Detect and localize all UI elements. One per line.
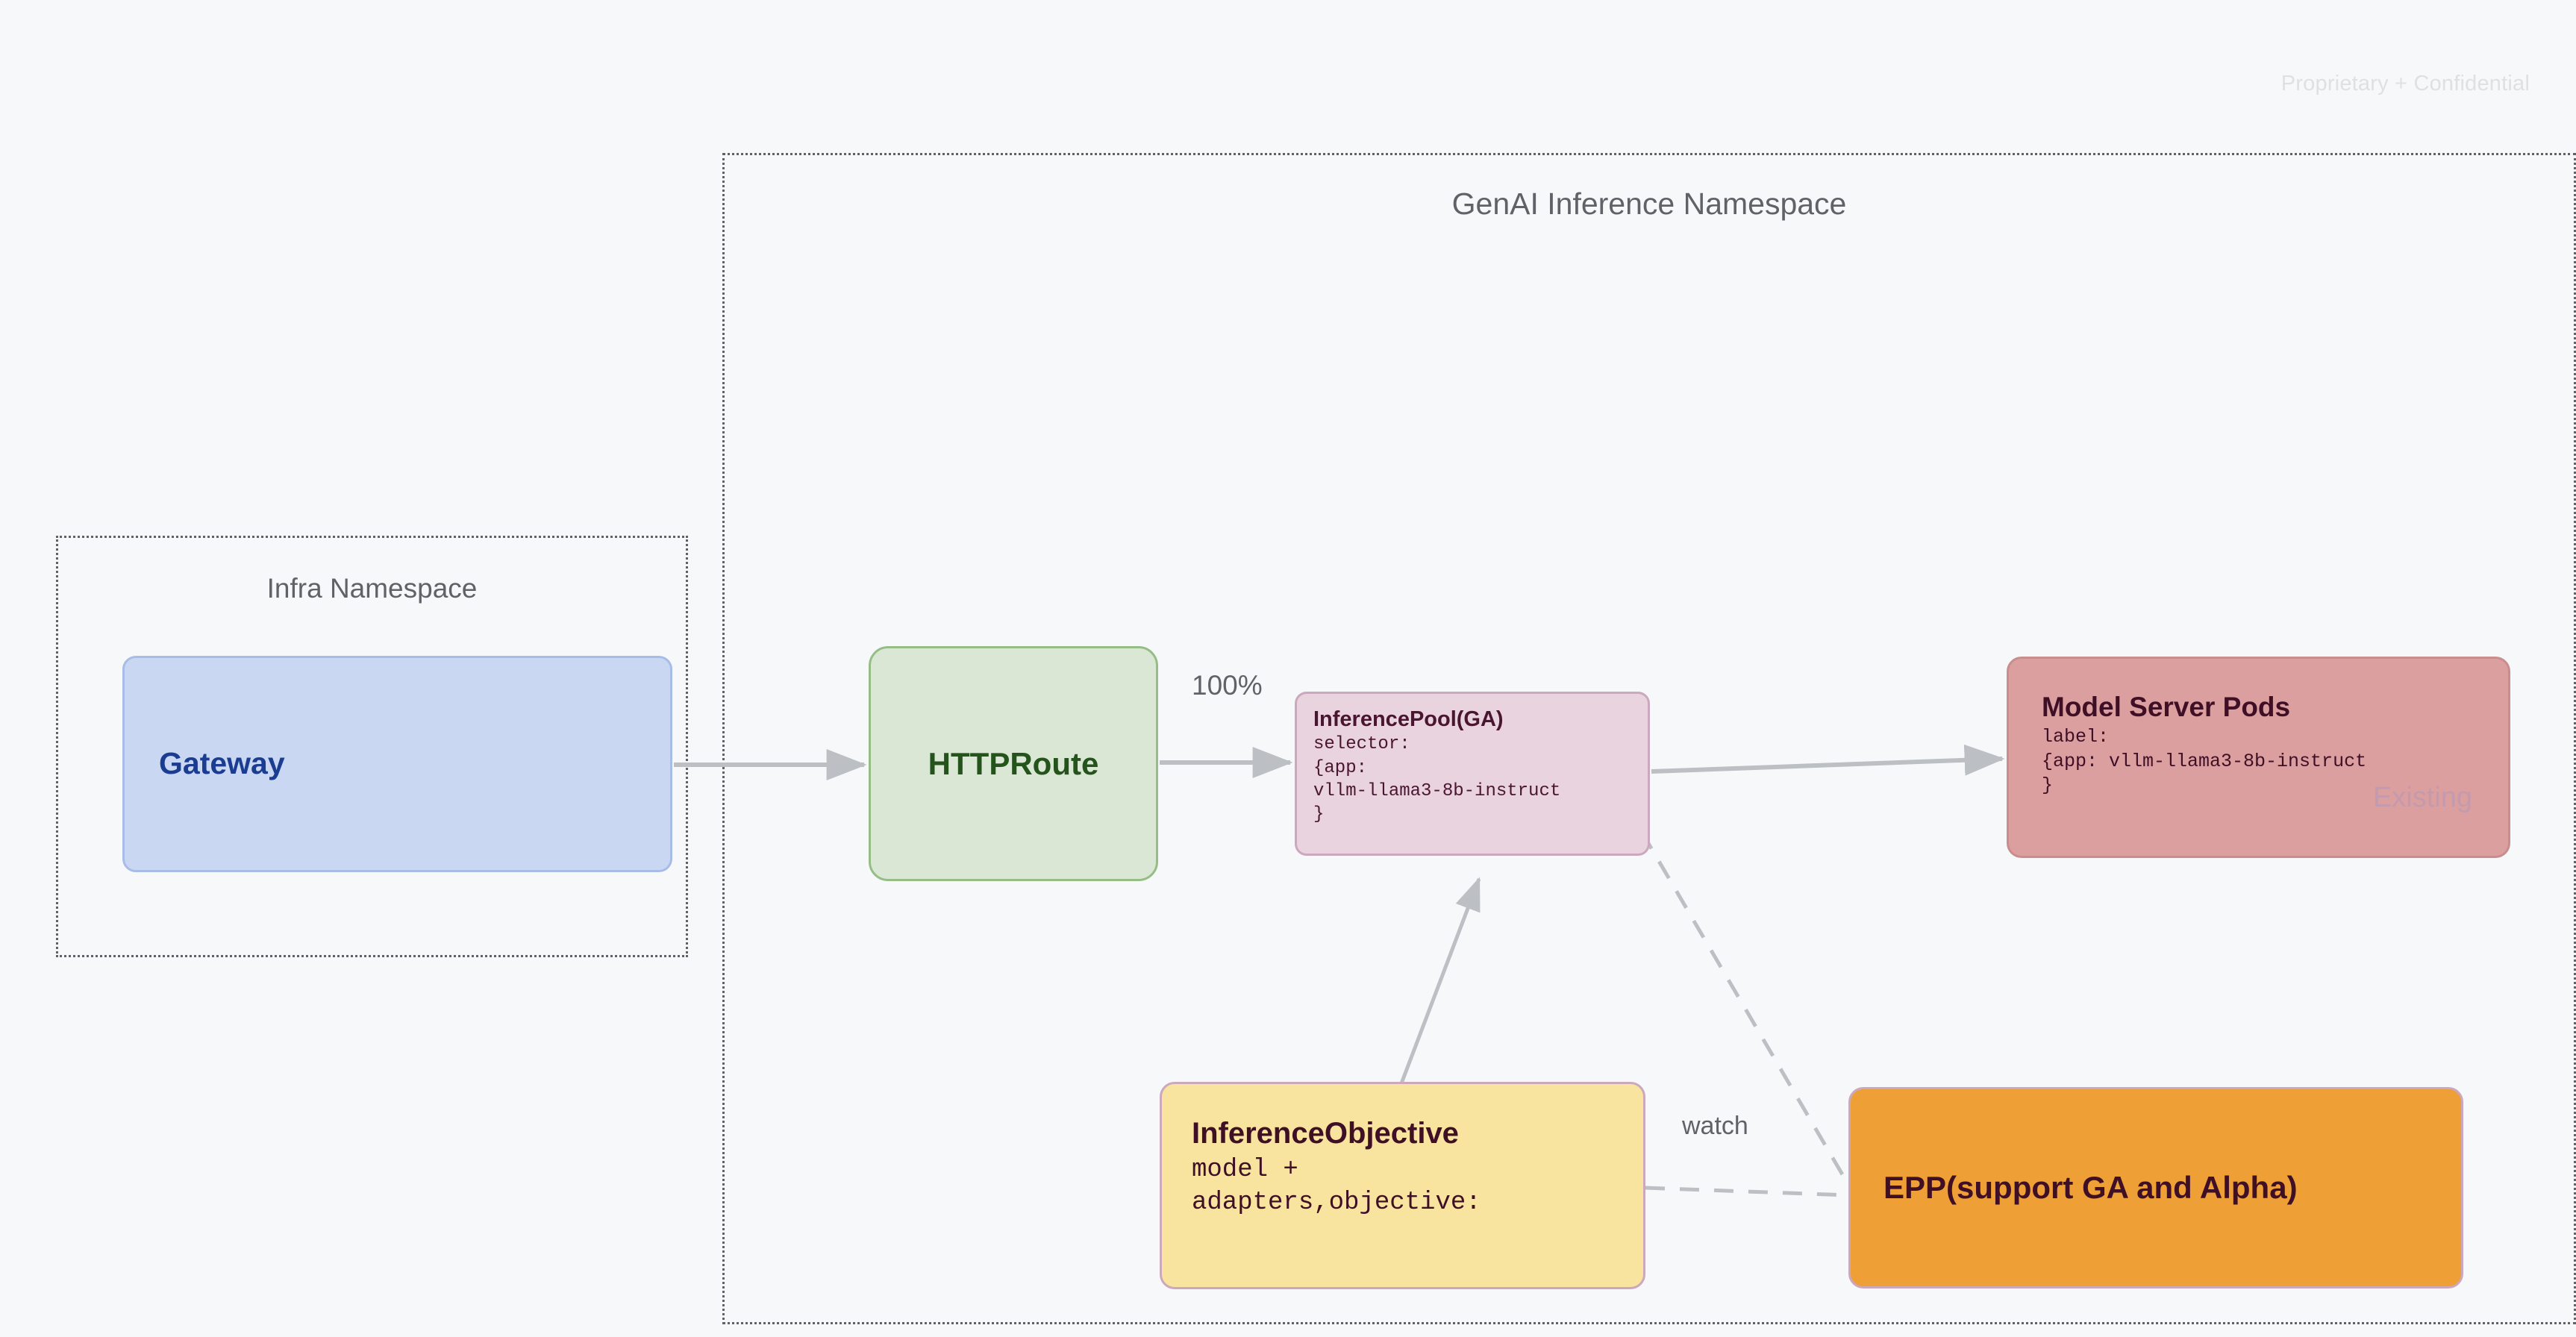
namespace-infra: Infra Namespace [56, 536, 688, 957]
node-inference-pool-body: selector: {app: vllm-llama3-8b-instruct … [1313, 734, 1561, 825]
node-model-server-pods[interactable]: Model Server Pods label: {app: vllm-llam… [2007, 657, 2510, 858]
node-httproute-title: HTTPRoute [928, 745, 1099, 781]
node-httproute[interactable]: HTTPRoute [869, 646, 1158, 881]
node-inference-objective-body: model + adapters,objective: [1192, 1155, 1481, 1217]
namespace-genai-inference: GenAI Inference Namespace [722, 153, 2576, 1324]
node-gateway-title: Gateway [159, 746, 285, 781]
edge-label-watch: watch [1682, 1112, 1748, 1140]
node-inference-objective[interactable]: InferenceObjective model + adapters,obje… [1160, 1082, 1645, 1289]
node-gateway[interactable]: Gateway [122, 656, 672, 872]
node-model-server-pods-body: label: {app: vllm-llama3-8b-instruct } [2042, 726, 2367, 797]
edge-label-traffic-weight: 100% [1192, 670, 1263, 701]
node-inference-pool-title: InferencePool(GA) [1313, 707, 1504, 731]
node-inference-pool[interactable]: InferencePool(GA) selector: {app: vllm-l… [1295, 692, 1650, 856]
namespace-infra-title: Infra Namespace [266, 573, 478, 604]
node-epp[interactable]: EPP(support GA and Alpha) [1848, 1087, 2463, 1289]
node-model-server-pods-existing-badge: Existing [2372, 782, 2472, 813]
namespace-genai-inference-title: GenAI Inference Namespace [1451, 187, 1847, 221]
node-model-server-pods-title: Model Server Pods [2042, 692, 2291, 722]
node-inference-objective-title: InferenceObjective [1192, 1117, 1459, 1150]
confidentiality-watermark: Proprietary + Confidential [2280, 72, 2530, 96]
node-epp-title: EPP(support GA and Alpha) [1883, 1170, 2298, 1206]
